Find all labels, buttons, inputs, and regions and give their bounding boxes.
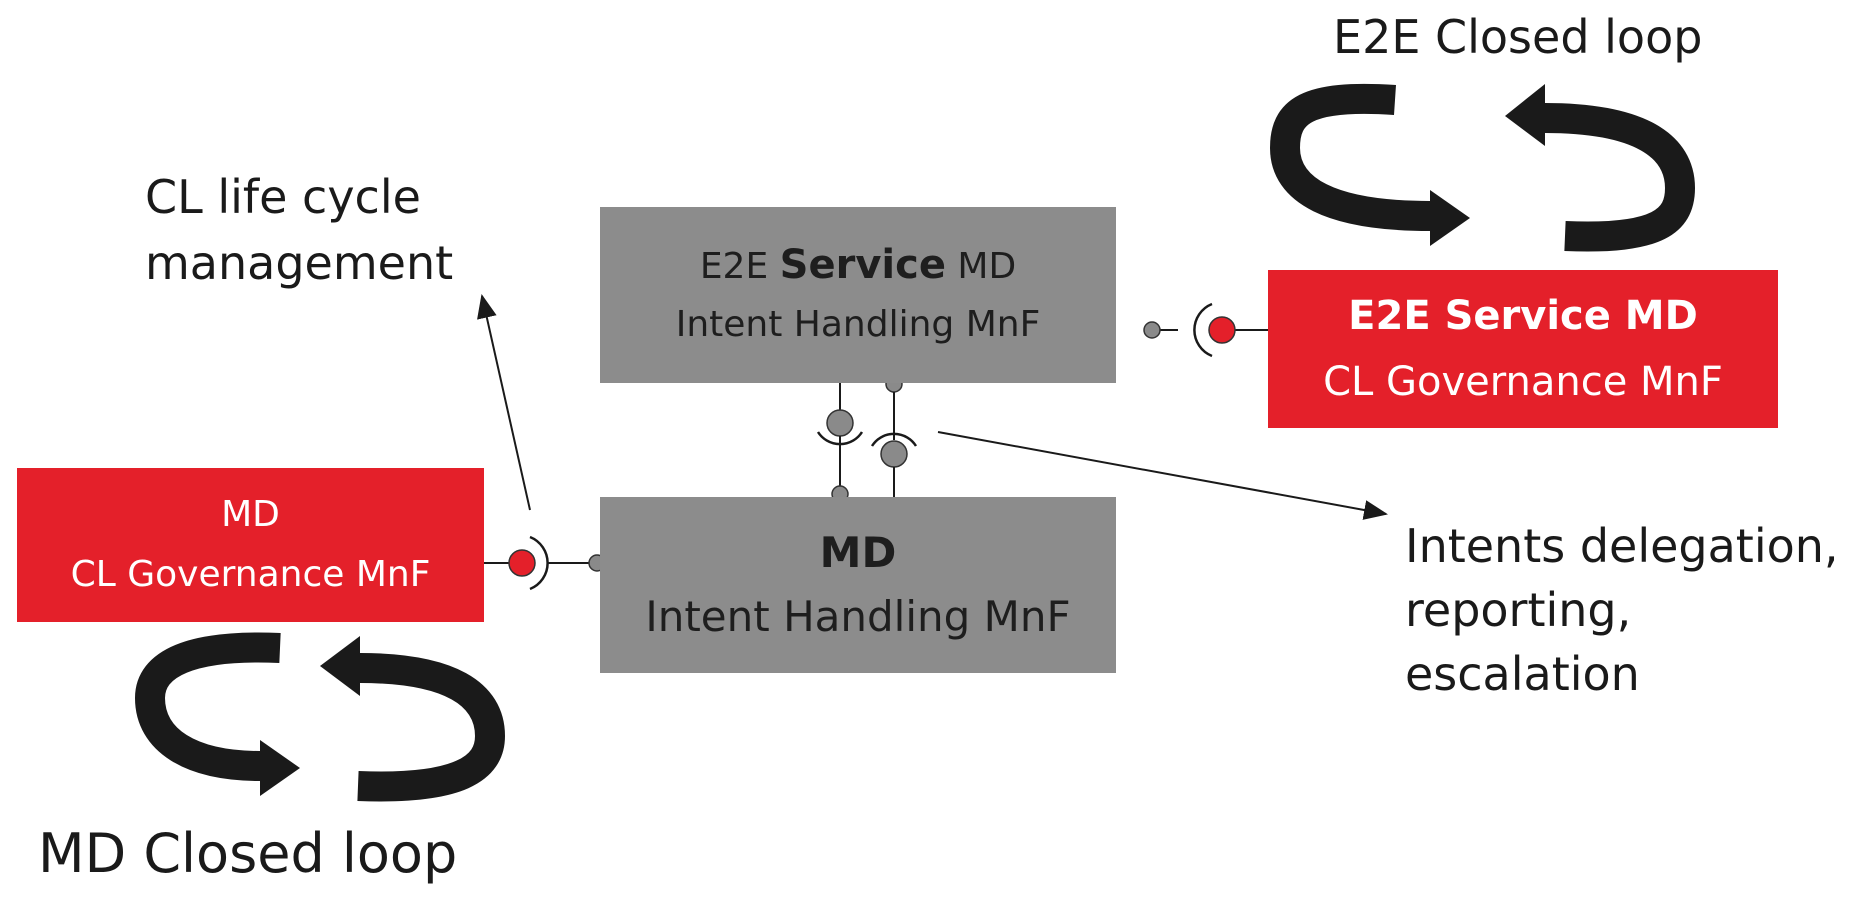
md-intent-line1: MD xyxy=(819,528,897,577)
e2e-closed-loop-icon xyxy=(1269,83,1696,252)
intent-interface-ports-icon xyxy=(816,375,918,503)
intents-delegation-arrow-icon xyxy=(937,431,1388,520)
md-cl-governance-box: MD CL Governance MnF xyxy=(17,468,484,622)
e2e-service-md-cl-governance-box: E2E Service MD CL Governance MnF xyxy=(1268,270,1778,428)
e2e-governance-line2: CL Governance MnF xyxy=(1323,359,1723,405)
e2e-intent-line2: Intent Handling MnF xyxy=(675,304,1041,345)
cl-lifecycle-label: CL life cycle management xyxy=(145,164,453,296)
md-closed-loop-icon xyxy=(134,632,506,802)
intents-line1: Intents delegation, xyxy=(1405,519,1839,573)
md-intent-handling-box: MD Intent Handling MnF xyxy=(600,497,1116,673)
md-closed-loop-label: MD Closed loop xyxy=(38,822,458,885)
md-governance-port-icon xyxy=(484,535,606,591)
cl-lifecycle-line2: management xyxy=(145,236,454,290)
e2e-intent-line1: E2E Service MD xyxy=(699,242,1017,288)
cl-lifecycle-arrow-icon xyxy=(477,294,531,511)
e2e-governance-line1: E2E Service MD xyxy=(1348,293,1698,339)
e2e-governance-port-icon xyxy=(1143,302,1268,358)
md-governance-line2: CL Governance MnF xyxy=(70,554,431,595)
intents-line3: escalation xyxy=(1405,647,1640,701)
cl-lifecycle-line1: CL life cycle xyxy=(145,170,421,224)
md-governance-line1: MD xyxy=(221,494,280,535)
md-intent-line2: Intent Handling MnF xyxy=(645,592,1071,641)
intents-line2: reporting, xyxy=(1405,583,1632,637)
intents-delegation-label: Intents delegation, reporting, escalatio… xyxy=(1405,514,1839,706)
e2e-service-md-intent-handling-box: E2E Service MD Intent Handling MnF xyxy=(600,207,1116,383)
e2e-closed-loop-label: E2E Closed loop xyxy=(1333,10,1703,64)
